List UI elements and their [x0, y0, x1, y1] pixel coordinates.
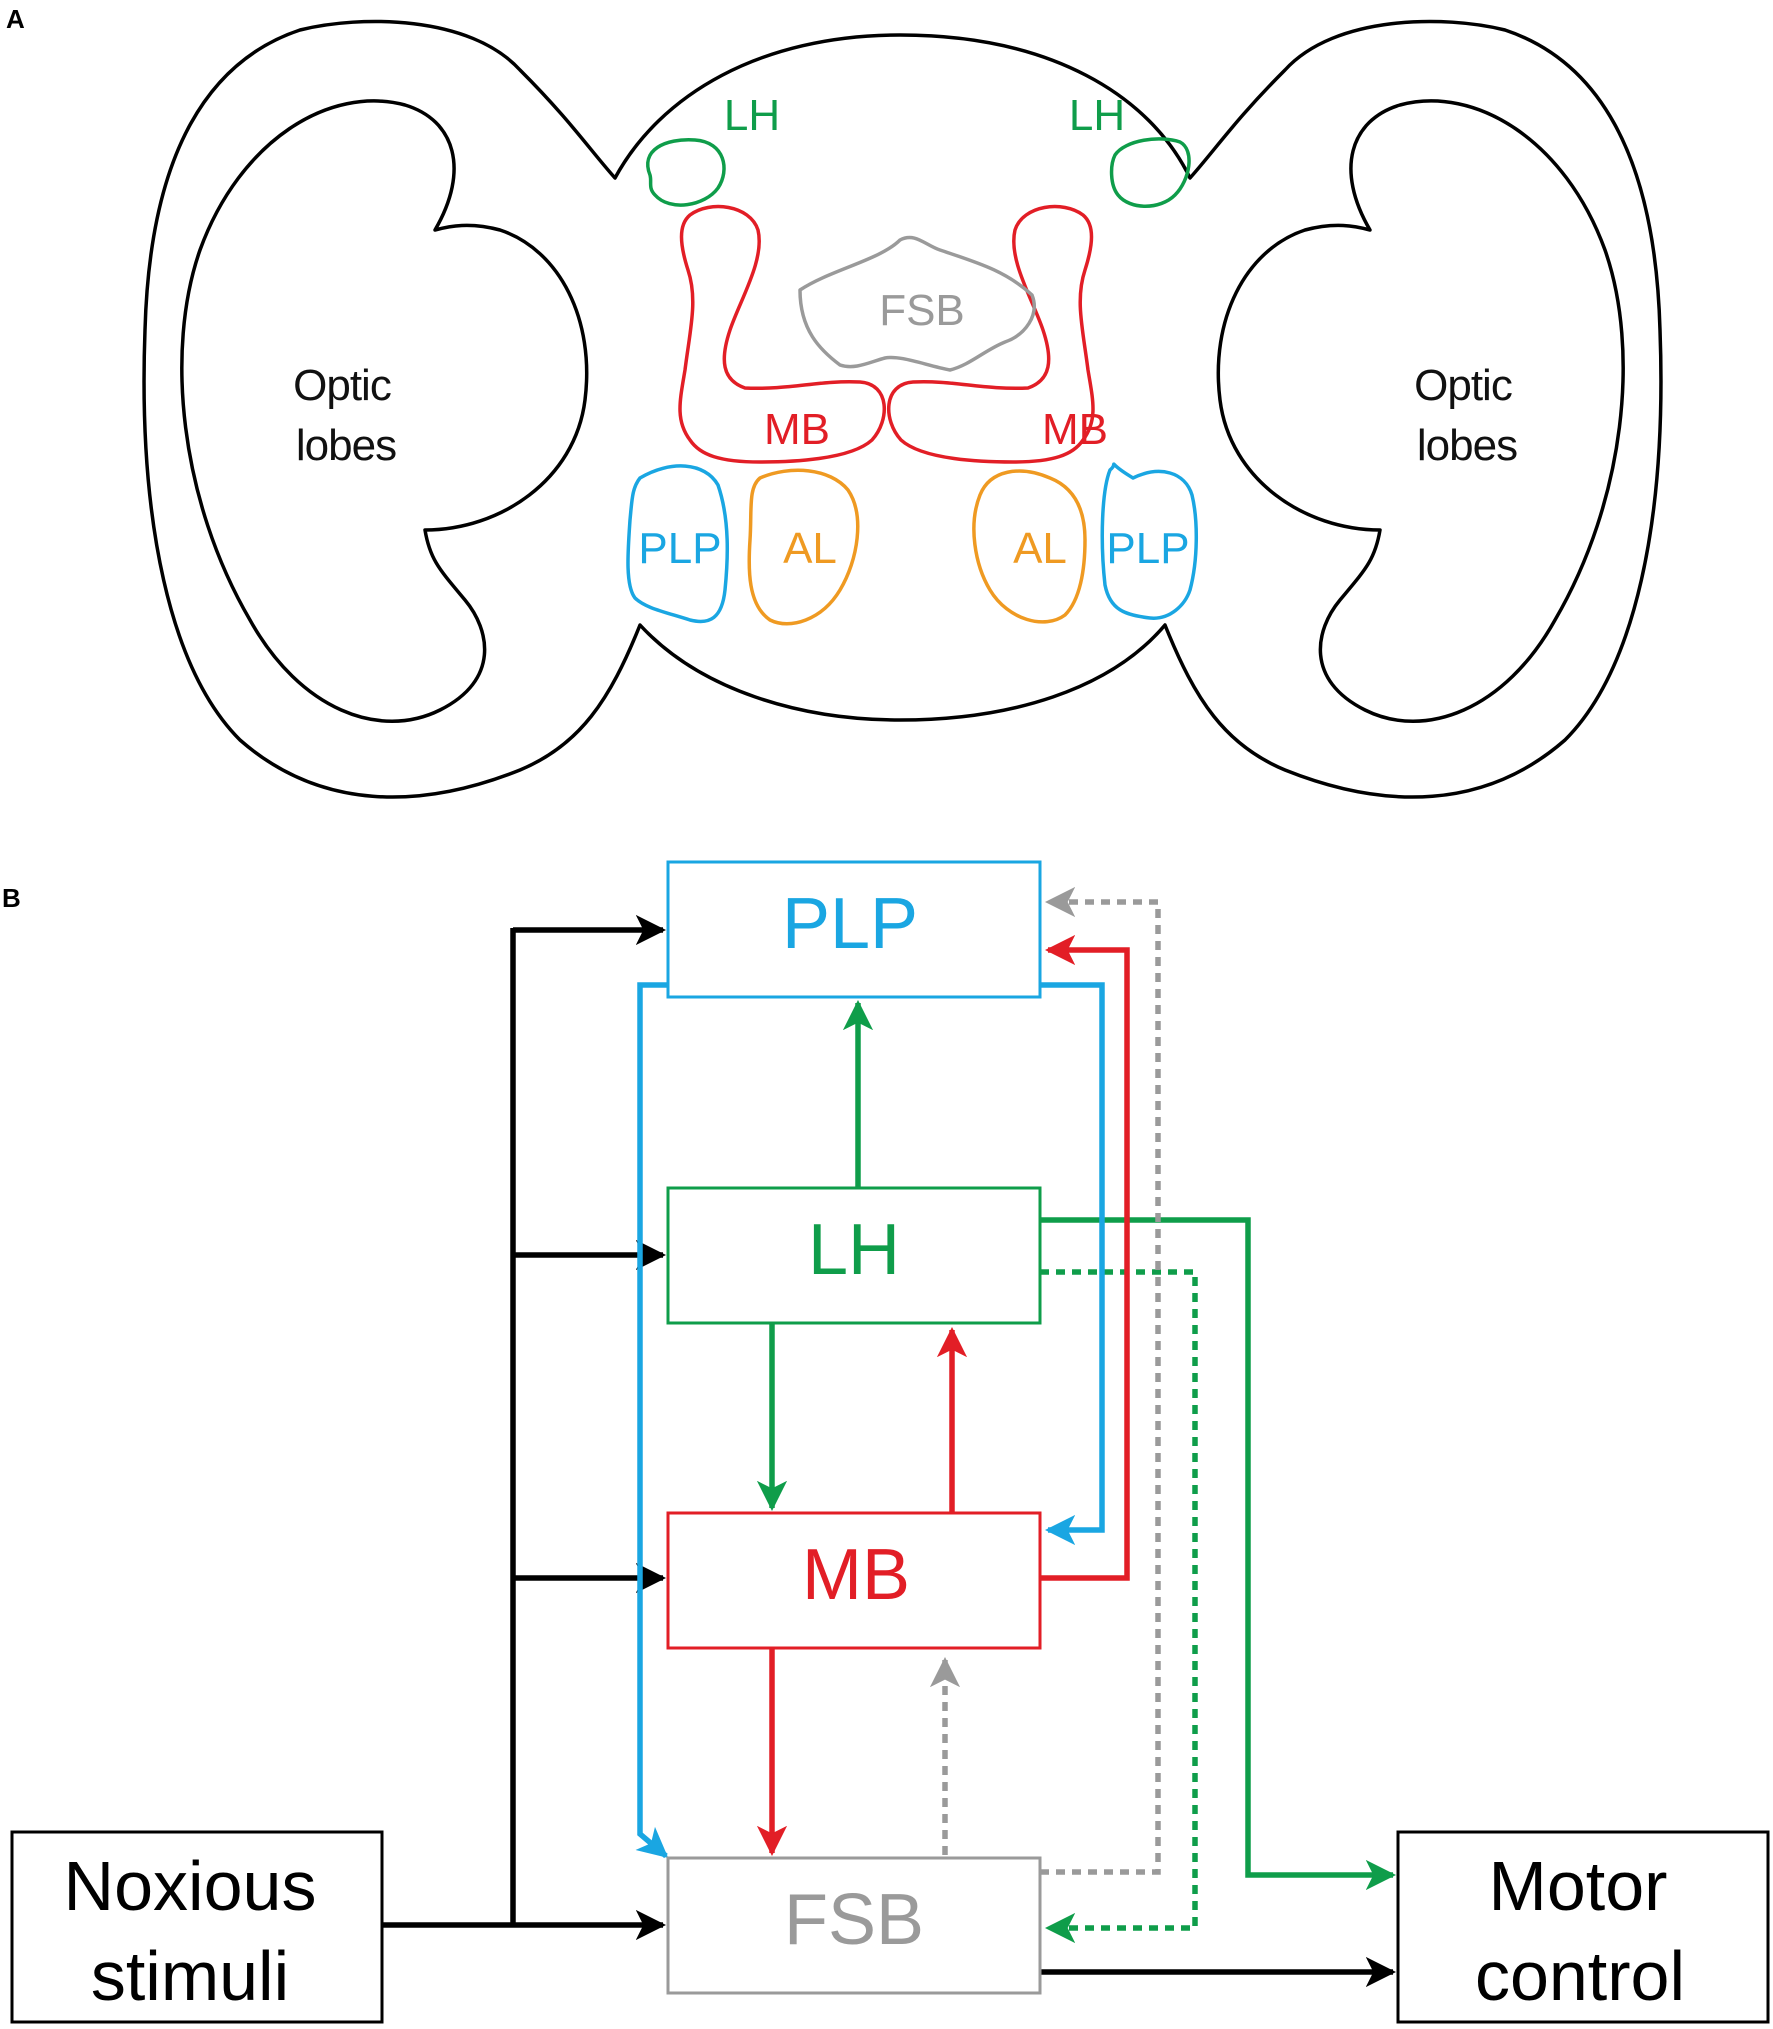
mb-label-left: MB: [764, 405, 830, 454]
lh-node: LH: [666, 1186, 1042, 1325]
brain-outline: [142, 19, 1663, 799]
panel-a-letter: A: [6, 4, 25, 34]
fsb-box: [666, 1856, 1042, 1995]
plp-label-left: PLP: [638, 524, 721, 573]
panel-b-letter: B: [2, 883, 21, 913]
optic-lobe-right: [1216, 99, 1625, 723]
motor-control-label-line2: control: [1475, 1937, 1685, 2015]
fsb-region: [798, 235, 1036, 372]
al-label-right: AL: [1013, 524, 1067, 573]
arrow-mb-to-plp: [1040, 934, 1130, 1581]
input-trunk: [382, 928, 516, 1928]
mb-label-right: MB: [1042, 405, 1108, 454]
arrow-lh-to-fsb-dotted: [1040, 1269, 1198, 1944]
al-label-left: AL: [783, 524, 837, 573]
plp-box: [666, 860, 1042, 999]
mb-node-label: MB: [802, 1535, 910, 1615]
plp-label-right: PLP: [1106, 524, 1189, 573]
arrow-plp-to-fsb: [635, 982, 669, 1859]
optic-lobes-right-label-line1: Optic: [1414, 361, 1512, 410]
lh-node-label: LH: [808, 1210, 900, 1290]
lh-label-left: LH: [724, 91, 780, 140]
noxious-stimuli-label-line1: Noxious: [64, 1847, 317, 1925]
optic-lobes-right-label-line2: lobes: [1417, 421, 1517, 470]
noxious-stimuli-label-line2: stimuli: [91, 1937, 289, 2015]
fsb-node-label: FSB: [784, 1880, 924, 1960]
plp-node: PLP: [666, 860, 1042, 999]
mb-node: MB: [666, 1511, 1042, 1650]
arrow-fsb-to-plp-dotted: [1040, 886, 1161, 1875]
al-region-right: [972, 469, 1087, 624]
noxious-stimuli-box: [10, 1830, 384, 2024]
noxious-stimuli-node: Noxious stimuli: [10, 1830, 384, 2024]
optic-lobes-left-label-line2: lobes: [296, 421, 396, 470]
plp-region-left: [626, 464, 730, 624]
al-region-left: [747, 468, 860, 626]
arrow-plp-to-mb: [1040, 982, 1105, 1546]
motor-control-label-line1: Motor: [1489, 1847, 1668, 1925]
fsb-node: FSB: [666, 1856, 1042, 1995]
optic-lobe-left: [180, 99, 589, 723]
plp-region-right: [1100, 462, 1198, 620]
motor-control-node: Motor control: [1396, 1830, 1770, 2024]
fsb-label: FSB: [879, 286, 965, 335]
mb-region-left: [678, 204, 886, 464]
plp-node-label: PLP: [782, 884, 918, 964]
mb-box: [666, 1511, 1042, 1650]
lh-region-right: [1109, 137, 1191, 208]
lh-box: [666, 1186, 1042, 1325]
lh-region-left: [646, 138, 726, 207]
motor-control-box: [1396, 1830, 1770, 2024]
optic-lobes-left-label-line1: Optic: [293, 361, 391, 410]
lh-label-right: LH: [1069, 91, 1125, 140]
arrow-lh-to-motor: [1040, 1217, 1397, 1891]
brain-illustration: [142, 19, 1663, 799]
circuit-connections: [382, 886, 1397, 1988]
